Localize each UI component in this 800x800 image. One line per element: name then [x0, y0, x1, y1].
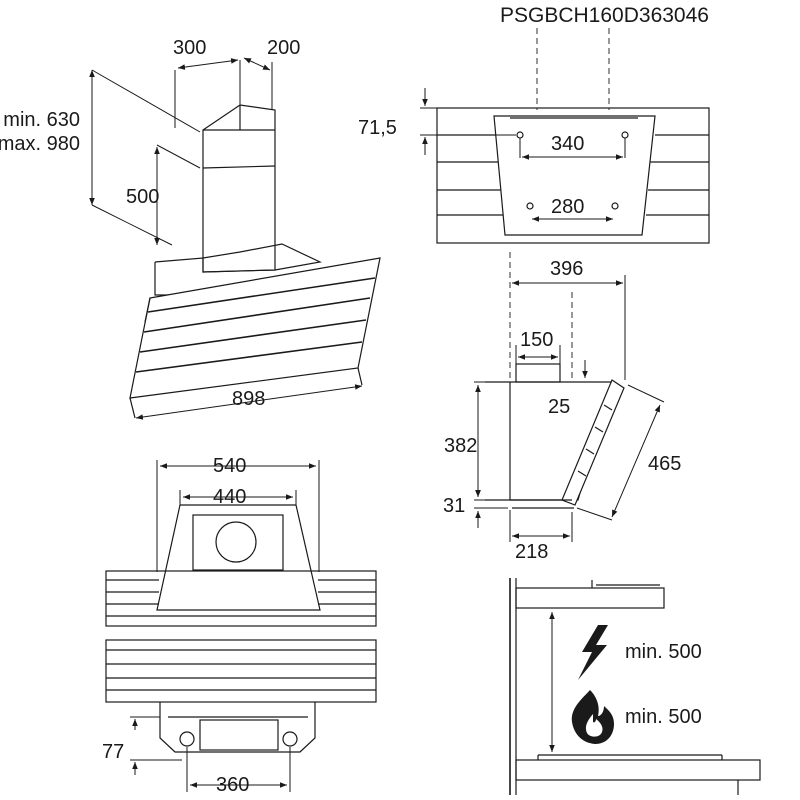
bottom-height-label: 31 [443, 495, 465, 517]
panel-length-label: 465 [648, 453, 681, 475]
hole-spacing-label: 360 [216, 774, 249, 796]
bracket-upper-label: 340 [551, 133, 584, 155]
hole-offset-label: 77 [102, 741, 124, 763]
bracket-front-view: 71,5 340 280 [358, 28, 710, 244]
bottom-depth-label: 218 [515, 541, 548, 563]
hood-perspective-view: 300 200 min. 630 max. 980 500 898 [0, 37, 381, 420]
chimney-max-label: max. 980 [0, 133, 80, 155]
bracket-lower-label: 280 [551, 196, 584, 218]
flame-icon [571, 690, 614, 744]
outlet-offset-label: 25 [548, 396, 570, 418]
front-inner-label: 440 [213, 486, 246, 508]
front-outer-label: 540 [213, 455, 246, 477]
model-code: PSGBCH160D363046 [500, 4, 709, 27]
offset-top-label: 71,5 [358, 117, 397, 139]
gas-clearance-label: min. 500 [625, 706, 702, 728]
clearance-view: min. 500 min. 500 [509, 578, 761, 795]
chimney-min-label: min. 630 [3, 109, 80, 131]
side-depth-label: 396 [550, 258, 583, 280]
chimney-width-label: 300 [173, 37, 206, 59]
lightning-icon [578, 625, 608, 680]
front-view: 540 440 77 360 [102, 455, 377, 796]
chimney-depth-label: 200 [267, 37, 300, 59]
hood-width-label: 898 [232, 388, 265, 410]
chimney-lower-label: 500 [126, 186, 159, 208]
electric-clearance-label: min. 500 [625, 641, 702, 663]
side-height-label: 382 [444, 435, 477, 457]
side-view: 396 150 25 382 465 31 218 [443, 252, 681, 563]
outlet-width-label: 150 [520, 329, 553, 351]
